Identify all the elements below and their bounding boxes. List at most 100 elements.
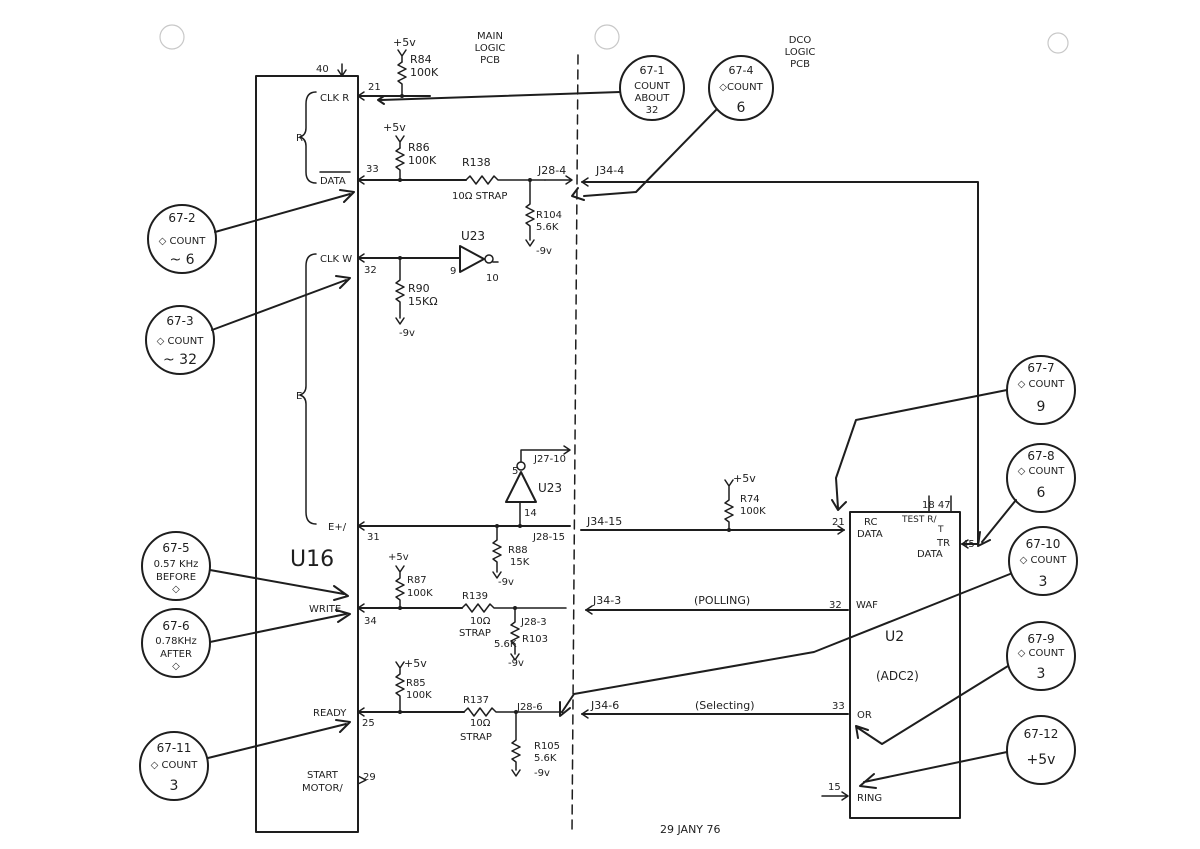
svg-text:10Ω STRAP: 10Ω STRAP bbox=[452, 191, 507, 202]
svg-text:5: 5 bbox=[512, 466, 518, 477]
svg-text:CLK R: CLK R bbox=[320, 93, 349, 104]
e-plus-line: J34-15 J28-15 5 J27-10 U23 14 R88 15K -9… bbox=[357, 445, 845, 588]
svg-text:R103: R103 bbox=[522, 634, 548, 645]
svg-text:T: T bbox=[937, 525, 944, 535]
test-point-67-10: 67-10 ◇ COUNT 3 bbox=[559, 526, 1078, 717]
svg-text:COUNT: COUNT bbox=[634, 81, 671, 92]
svg-text:-9v: -9v bbox=[508, 658, 524, 669]
svg-text:RING: RING bbox=[857, 793, 882, 804]
test-point-67-12: 67-12 +5v bbox=[859, 715, 1076, 789]
svg-text:~ 6: ~ 6 bbox=[169, 252, 194, 268]
drawing-date: 29 JANY 76 bbox=[660, 823, 721, 836]
svg-text:J34-3: J34-3 bbox=[592, 594, 621, 607]
svg-text:+5v: +5v bbox=[383, 121, 406, 134]
svg-text:DCO: DCO bbox=[789, 35, 812, 46]
svg-text:21: 21 bbox=[368, 82, 381, 93]
svg-text:15: 15 bbox=[828, 782, 841, 793]
svg-text:5.6K: 5.6K bbox=[536, 222, 559, 233]
svg-text:67-9: 67-9 bbox=[1027, 632, 1054, 646]
svg-text:CLK W: CLK W bbox=[320, 254, 352, 265]
svg-text:J34-4: J34-4 bbox=[595, 164, 624, 177]
svg-text:100K: 100K bbox=[740, 506, 766, 517]
svg-text:25: 25 bbox=[362, 718, 375, 729]
svg-text:PCB: PCB bbox=[790, 59, 810, 70]
svg-text:67-5: 67-5 bbox=[162, 541, 189, 555]
svg-text:67-6: 67-6 bbox=[162, 619, 189, 633]
svg-text:J28-3: J28-3 bbox=[520, 617, 547, 628]
test-point-67-9: 67-9 ◇ COUNT 3 bbox=[855, 621, 1076, 745]
test-point-67-7: 67-7 ◇ COUNT 9 bbox=[831, 355, 1076, 511]
svg-text:R137: R137 bbox=[463, 695, 489, 706]
svg-text:32: 32 bbox=[646, 105, 659, 116]
svg-text:R104: R104 bbox=[536, 210, 562, 221]
svg-text:+5v: +5v bbox=[733, 472, 756, 485]
svg-text:67-2: 67-2 bbox=[168, 211, 195, 225]
svg-text:◇ COUNT: ◇ COUNT bbox=[151, 760, 199, 771]
svg-text:3: 3 bbox=[170, 778, 179, 794]
u16-pin-labels: CLK R DATA CLK W E+/ WRITE READY START M… bbox=[302, 93, 352, 794]
test-point-67-8: 67-8 ◇ COUNT 6 bbox=[977, 443, 1076, 547]
svg-text:0.78KHz: 0.78KHz bbox=[155, 636, 197, 647]
svg-text:15KΩ: 15KΩ bbox=[408, 295, 438, 308]
svg-text:J28-15: J28-15 bbox=[532, 532, 565, 543]
svg-text:9: 9 bbox=[1037, 399, 1046, 415]
svg-text:J27-10: J27-10 bbox=[533, 454, 566, 465]
svg-text:E: E bbox=[296, 391, 302, 402]
svg-text:32: 32 bbox=[364, 265, 377, 276]
svg-text:◇ COUNT: ◇ COUNT bbox=[159, 236, 207, 247]
u16-brackets: R E bbox=[296, 91, 317, 525]
svg-text:~ 32: ~ 32 bbox=[163, 352, 197, 368]
svg-text:U16: U16 bbox=[290, 547, 334, 572]
svg-text:OR: OR bbox=[857, 710, 872, 721]
svg-text:AFTER: AFTER bbox=[160, 649, 192, 660]
svg-text:◇: ◇ bbox=[172, 661, 180, 672]
svg-text:33: 33 bbox=[366, 164, 379, 175]
svg-text:READY: READY bbox=[313, 708, 347, 719]
svg-text:34: 34 bbox=[364, 616, 377, 627]
svg-text:10Ω: 10Ω bbox=[470, 718, 491, 729]
svg-text:R88: R88 bbox=[508, 545, 528, 556]
svg-text:-9v: -9v bbox=[534, 768, 550, 779]
test-point-67-11: 67-11 ◇ COUNT 3 bbox=[139, 719, 351, 801]
svg-text:RC: RC bbox=[864, 517, 877, 528]
binder-holes bbox=[159, 24, 1069, 54]
svg-text:U23: U23 bbox=[538, 481, 562, 495]
svg-text:100K: 100K bbox=[410, 66, 439, 79]
clkw-line: R90 15KΩ -9v 9 U23 10 bbox=[357, 229, 499, 339]
svg-text:15K: 15K bbox=[510, 557, 530, 568]
svg-text:MOTOR/: MOTOR/ bbox=[302, 783, 343, 794]
svg-text:ABOUT: ABOUT bbox=[635, 93, 671, 104]
svg-text:67-3: 67-3 bbox=[166, 314, 193, 328]
svg-text:R90: R90 bbox=[408, 282, 430, 295]
svg-text:45: 45 bbox=[962, 539, 975, 550]
data-line: R138 10Ω STRAP J28-4 R104 5.6K -9v J34-4 bbox=[357, 156, 979, 549]
svg-text:(POLLING): (POLLING) bbox=[694, 594, 750, 607]
u2-chip: U2 (ADC2) 18 47 RC DATA 21 TEST R/ T TR … bbox=[821, 495, 975, 819]
svg-text:9: 9 bbox=[450, 266, 456, 277]
svg-text:14: 14 bbox=[524, 508, 537, 519]
svg-text:5.6K: 5.6K bbox=[494, 639, 517, 650]
svg-text:◇COUNT: ◇COUNT bbox=[719, 82, 763, 93]
svg-text:100K: 100K bbox=[408, 154, 437, 167]
svg-text:0.57 KHz: 0.57 KHz bbox=[154, 559, 199, 570]
svg-text:R86: R86 bbox=[408, 141, 430, 154]
svg-text:MAIN: MAIN bbox=[477, 31, 503, 42]
svg-text:5.6K: 5.6K bbox=[534, 753, 557, 764]
svg-text:DATA: DATA bbox=[320, 176, 346, 187]
svg-text:67-7: 67-7 bbox=[1027, 361, 1054, 375]
svg-text:R: R bbox=[296, 133, 303, 144]
svg-text:3: 3 bbox=[1037, 666, 1046, 682]
svg-text:BEFORE: BEFORE bbox=[156, 572, 196, 583]
svg-text:R74: R74 bbox=[740, 494, 760, 505]
svg-text:R84: R84 bbox=[410, 53, 432, 66]
svg-text:R139: R139 bbox=[462, 591, 488, 602]
svg-text:31: 31 bbox=[367, 532, 380, 543]
svg-text:STRAP: STRAP bbox=[459, 628, 491, 639]
test-point-67-5: 67-5 0.57 KHz BEFORE ◇ bbox=[141, 531, 349, 601]
svg-text:R85: R85 bbox=[406, 678, 426, 689]
test-point-67-4: 67-4 ◇COUNT 6 bbox=[571, 55, 774, 201]
svg-text:3: 3 bbox=[1039, 574, 1048, 590]
u16-chip: U16 40 bbox=[255, 63, 359, 833]
svg-text:67-8: 67-8 bbox=[1027, 449, 1054, 463]
